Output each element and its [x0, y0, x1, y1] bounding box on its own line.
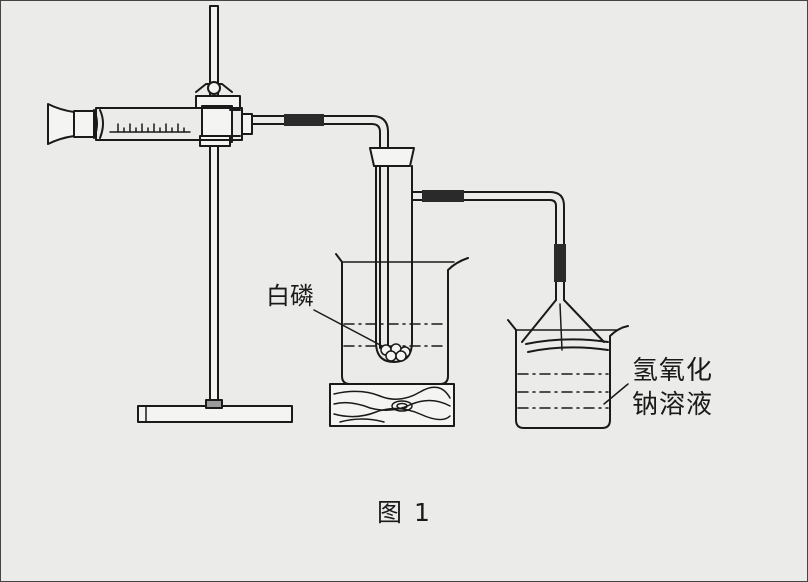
wooden-block: [329, 383, 455, 427]
glass-tube-1: [251, 114, 389, 349]
iron-stand: [137, 5, 293, 423]
inverted-funnel: [521, 299, 609, 353]
white-phosphorus-pieces: [380, 343, 411, 362]
stand-clamp: [195, 81, 241, 147]
rubber-joint-3: [554, 244, 566, 282]
test-tube: [369, 147, 415, 363]
glass-tube-2: [411, 190, 566, 301]
beaker-right: [507, 319, 629, 429]
white-phosphorus-label: 白磷: [266, 282, 314, 310]
beaker-left: [313, 253, 469, 385]
syringe-graduations: [109, 123, 191, 133]
naoh-label-line1: 氢氧化: [632, 356, 714, 386]
rubber-joint-2: [422, 190, 464, 202]
stand-rod: [209, 5, 219, 409]
naoh-pointer: [603, 383, 629, 405]
naoh-label-line2: 钠溶液: [632, 390, 714, 420]
rubber-joint-1: [284, 114, 324, 126]
figure-caption: 图 1: [377, 498, 432, 527]
phosphorus-pointer: [313, 309, 383, 347]
